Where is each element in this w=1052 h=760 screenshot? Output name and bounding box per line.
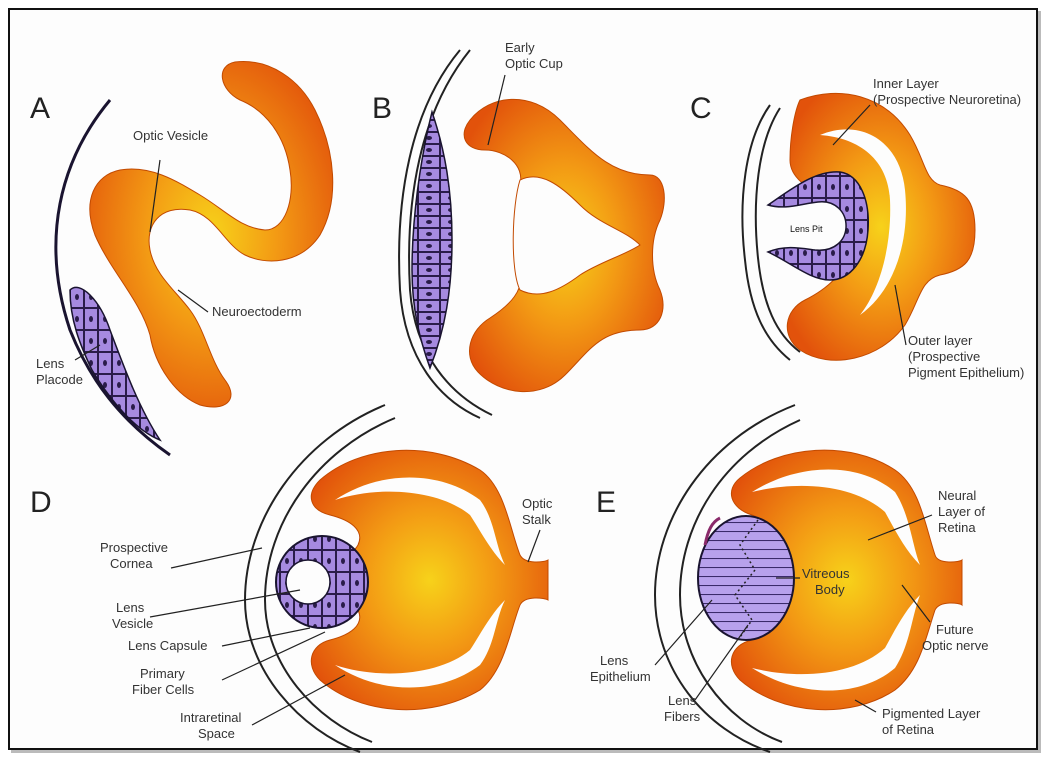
intraretinal-label-1: Intraretinal [180,710,242,725]
panel-a-letter: A [30,92,50,125]
inner-layer-label-2: (Prospective Neuroretina) [873,92,1021,107]
primary-fiber-label-1: Primary [140,666,185,681]
future-nerve-label-2: Optic nerve [922,638,988,653]
lens-pit-label: Lens Pit [790,224,823,234]
panel-c-letter: C [690,92,712,125]
optic-stalk-label-2: Stalk [522,512,551,527]
surface-ectoderm-c-outer [742,105,790,360]
panel-c: C Lens Pit Inner Layer (Prospective Neur… [690,76,1024,380]
lens-epithelium-leader [655,600,712,665]
early-optic-cup-label-2: Optic Cup [505,56,563,71]
optic-stalk-leader [528,530,540,562]
lens-capsule-label: Lens Capsule [128,638,208,653]
panel-b-letter: B [372,92,392,125]
lens-fibers-label-1: Lens [668,693,697,708]
outer-layer-label-2: (Prospective [908,349,980,364]
optic-vesicle-tissue [90,62,333,407]
lens-fibers-label-2: Fibers [664,709,701,724]
pigmented-label-1: Pigmented Layer [882,706,981,721]
lens-epithelium-label-1: Lens [600,653,629,668]
intraretinal-leader [252,675,345,725]
lens-capsule-leader [222,628,310,646]
lens-vesicle-lumen [286,560,330,604]
lens-vesicle-label-1: Lens [116,600,145,615]
intraretinal-label-2: Space [198,726,235,741]
prospective-cornea-label-2: Cornea [110,556,153,571]
lens-vesicle-label-2: Vesicle [112,616,153,631]
lens-placode-b [412,112,452,368]
lens-placode-label-1: Lens [36,356,65,371]
panel-d-letter: D [30,486,52,519]
neural-layer-label-2: Layer of [938,504,985,519]
primary-fiber-leader [222,632,325,680]
lens-placode-label-2: Placode [36,372,83,387]
neural-layer-label-1: Neural [938,488,976,503]
panel-e: E Neural Layer of Retina Vitreous Body F… [590,405,988,752]
vitreous-label-1: Vitreous [802,566,850,581]
vitreous-label-2: Body [815,582,845,597]
optic-stalk-label-1: Optic [522,496,553,511]
panel-a: A Optic Vesicle Neuroectoderm Lens Placo… [30,62,333,455]
early-optic-cup-label-1: Early [505,40,535,55]
outer-layer-label-1: Outer layer [908,333,973,348]
lens-vesicle-leader [150,590,300,617]
panel-d: D Prospective Cornea Lens Vesicle Lens C… [30,405,553,752]
outer-layer-label-3: Pigment Epithelium) [908,365,1024,380]
inner-layer-label-1: Inner Layer [873,76,939,91]
lens-epithelium-label-2: Epithelium [590,669,651,684]
future-nerve-label-1: Future [936,622,974,637]
neuroectoderm-label: Neuroectoderm [212,304,302,319]
panel-e-letter: E [596,486,616,519]
prospective-cornea-label-1: Prospective [100,540,168,555]
pigmented-label-2: of Retina [882,722,935,737]
primary-fiber-label-2: Fiber Cells [132,682,195,697]
optic-vesicle-label: Optic Vesicle [133,128,208,143]
neural-layer-label-3: Retina [938,520,976,535]
panel-b: B Early Optic Cup [372,40,664,418]
